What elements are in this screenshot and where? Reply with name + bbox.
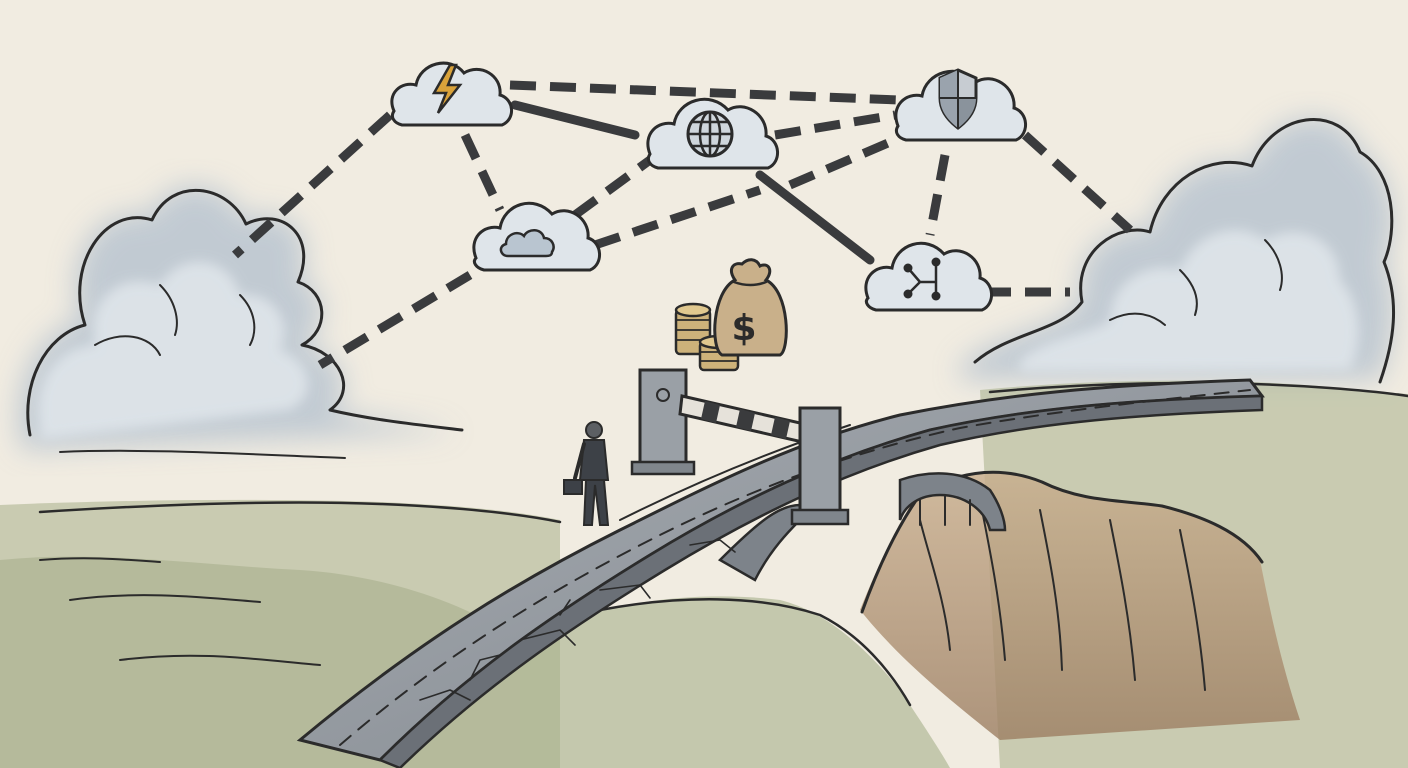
cloud-icon (499, 229, 555, 258)
left-cloud-bank (18, 185, 464, 459)
globe-icon (686, 110, 734, 158)
cliff-chasm (520, 470, 1300, 768)
money-pile: $ (674, 258, 788, 372)
cloud-node-globe (646, 97, 779, 170)
cloud-node-cloud (472, 201, 601, 272)
network-connections (231, 80, 1134, 369)
toll-gate (630, 368, 850, 526)
cloud-node-lightning (390, 61, 513, 127)
network-branch-icon (903, 257, 941, 301)
cloud-node-shield (894, 68, 1027, 142)
toll-gate-left-post (638, 368, 688, 472)
toll-gate-right-post (798, 406, 842, 520)
businessman-figure (563, 421, 610, 526)
briefcase (563, 479, 583, 495)
dollar-sign-icon: $ (731, 308, 756, 349)
money-bag: $ (713, 258, 788, 357)
right-cloud-bank (960, 117, 1396, 384)
lightning-icon (431, 63, 463, 114)
cloud-node-network (864, 241, 993, 312)
shield-icon (938, 68, 978, 130)
